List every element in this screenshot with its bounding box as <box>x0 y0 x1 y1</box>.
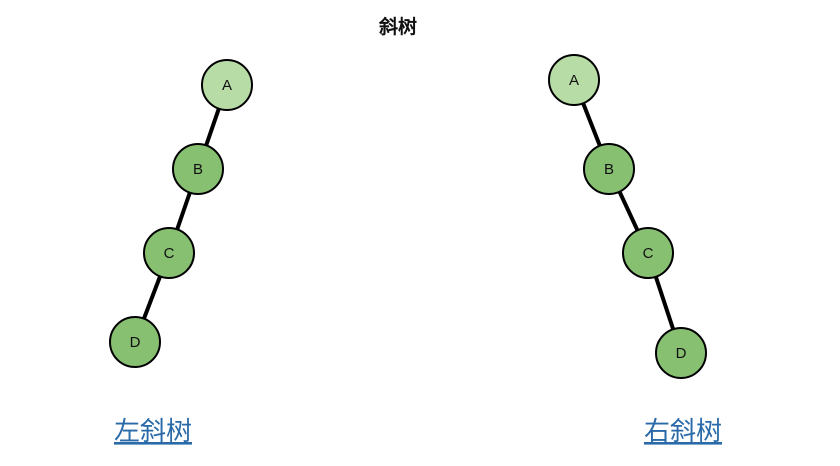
left-node-a <box>201 59 253 111</box>
left-tree-caption[interactable]: 左斜树 <box>114 417 192 447</box>
left-node-label-a: A <box>222 77 232 94</box>
right-node-d <box>655 327 707 379</box>
left-node-d <box>109 316 161 368</box>
diagram-title: 斜树 <box>378 15 417 38</box>
left-skewed-tree: A B C D <box>109 59 253 368</box>
right-node-b <box>583 143 635 195</box>
left-node-label-b: B <box>193 161 203 178</box>
right-node-label-a: A <box>569 72 579 89</box>
right-node-label-b: B <box>604 161 614 178</box>
right-node-label-d: D <box>676 345 687 362</box>
right-node-a <box>548 54 600 106</box>
right-node-label-c: C <box>643 245 654 262</box>
left-node-label-d: D <box>130 334 141 351</box>
right-tree-caption[interactable]: 右斜树 <box>644 417 722 447</box>
right-node-c <box>622 227 674 279</box>
left-node-b <box>172 143 224 195</box>
left-node-label-c: C <box>164 245 175 262</box>
left-node-c <box>143 227 195 279</box>
right-skewed-tree: A B C D <box>548 54 707 379</box>
